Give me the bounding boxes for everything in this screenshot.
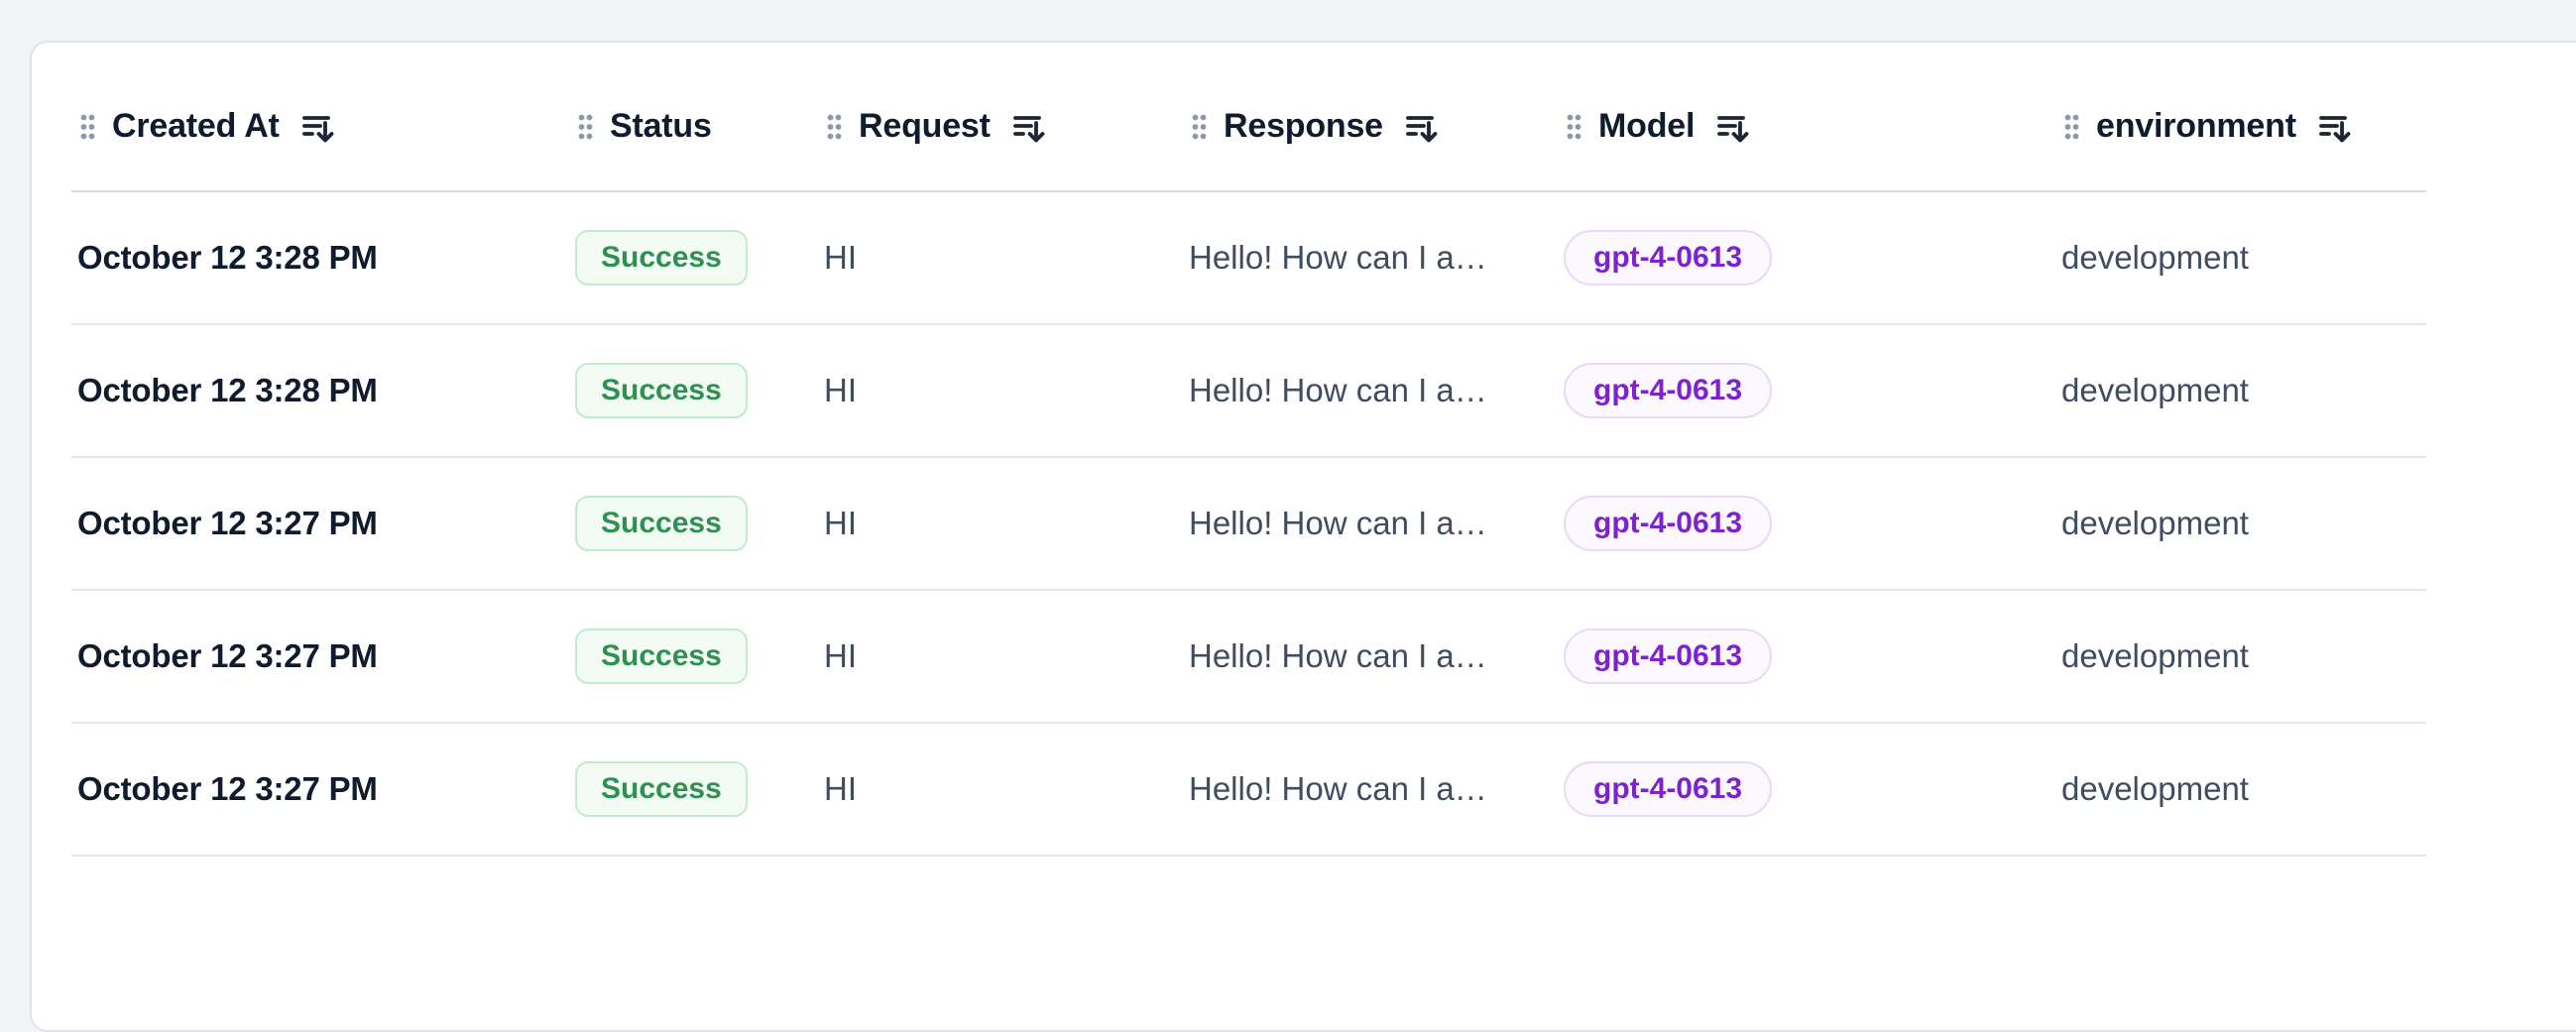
cell-request: HI [824,637,857,674]
cell-model: gpt-4-0613 [1558,495,2055,552]
table-row[interactable]: October 12 3:27 PM Success HI Hello! How… [71,458,2426,591]
drag-handle-dots-icon[interactable] [2063,113,2080,141]
cell-response: Hello! How can I a… [1189,372,1487,408]
column-header-label: Response [1224,107,1383,145]
cell-status: Success [569,760,818,818]
cell-model: gpt-4-0613 [1558,362,2055,419]
cell-environment: development [2061,505,2249,541]
cell-environment: development [2061,372,2249,408]
cell-status: Success [569,628,818,685]
cell-request: HI [824,505,857,541]
cell-environment: development [2061,637,2249,674]
column-header-environment[interactable]: environment [2055,106,2426,148]
sort-descending-icon[interactable] [299,110,337,148]
cell-status: Success [569,229,818,287]
table-row[interactable]: October 12 3:27 PM Success HI Hello! How… [71,724,2426,857]
drag-handle-dots-icon[interactable] [1191,113,1208,141]
cell-environment: development [2061,239,2249,276]
status-success-badge: Success [575,229,748,287]
column-header-label: Request [859,107,991,145]
cell-response: Hello! How can I a… [1189,239,1487,276]
status-success-badge: Success [575,495,748,552]
cell-created-at: October 12 3:27 PM [77,505,378,541]
cell-response: Hello! How can I a… [1189,637,1487,674]
cell-status: Success [569,362,818,419]
status-success-badge: Success [575,628,748,685]
sort-descending-icon[interactable] [1403,110,1441,148]
cell-request: HI [824,239,857,276]
sort-descending-icon[interactable] [2316,110,2354,148]
column-header-response[interactable]: Response [1183,106,1558,148]
cell-model: gpt-4-0613 [1558,229,2055,287]
cell-environment: development [2061,770,2249,807]
cell-status: Success [569,495,818,552]
table-row[interactable]: October 12 3:27 PM Success HI Hello! How… [71,591,2426,724]
model-badge: gpt-4-0613 [1564,495,1773,552]
column-header-created-at[interactable]: Created At [71,106,569,148]
model-badge: gpt-4-0613 [1564,628,1773,685]
status-success-badge: Success [575,362,748,419]
cell-response: Hello! How can I a… [1189,505,1487,541]
sort-descending-icon[interactable] [1714,110,1752,148]
table-row[interactable]: October 12 3:28 PM Success HI Hello! How… [71,325,2426,458]
sort-descending-icon[interactable] [1010,110,1048,148]
table-header-row: Created At Status Request [71,43,2426,192]
logs-table-card: Created At Status Request [30,41,2576,1032]
drag-handle-dots-icon[interactable] [577,113,594,141]
column-header-label: Created At [112,107,280,145]
drag-handle-dots-icon[interactable] [826,113,843,141]
cell-created-at: October 12 3:28 PM [77,239,378,276]
column-header-model[interactable]: Model [1558,106,2055,148]
column-header-label: Status [610,107,712,145]
model-badge: gpt-4-0613 [1564,760,1773,818]
cell-model: gpt-4-0613 [1558,760,2055,818]
logs-table: Created At Status Request [71,43,2426,857]
table-body: October 12 3:28 PM Success HI Hello! How… [71,192,2426,857]
cell-created-at: October 12 3:28 PM [77,372,378,408]
cell-created-at: October 12 3:27 PM [77,770,378,807]
cell-request: HI [824,372,857,408]
column-header-label: environment [2096,107,2296,145]
status-success-badge: Success [575,760,748,818]
column-header-label: Model [1598,107,1696,145]
model-badge: gpt-4-0613 [1564,229,1773,287]
cell-request: HI [824,770,857,807]
drag-handle-dots-icon[interactable] [1566,113,1582,141]
table-row[interactable]: October 12 3:28 PM Success HI Hello! How… [71,192,2426,325]
cell-response: Hello! How can I a… [1189,770,1487,807]
drag-handle-dots-icon[interactable] [79,113,96,141]
column-header-status[interactable]: Status [569,107,818,146]
cell-created-at: October 12 3:27 PM [77,637,378,674]
model-badge: gpt-4-0613 [1564,362,1773,419]
column-header-request[interactable]: Request [818,106,1183,148]
cell-model: gpt-4-0613 [1558,628,2055,685]
